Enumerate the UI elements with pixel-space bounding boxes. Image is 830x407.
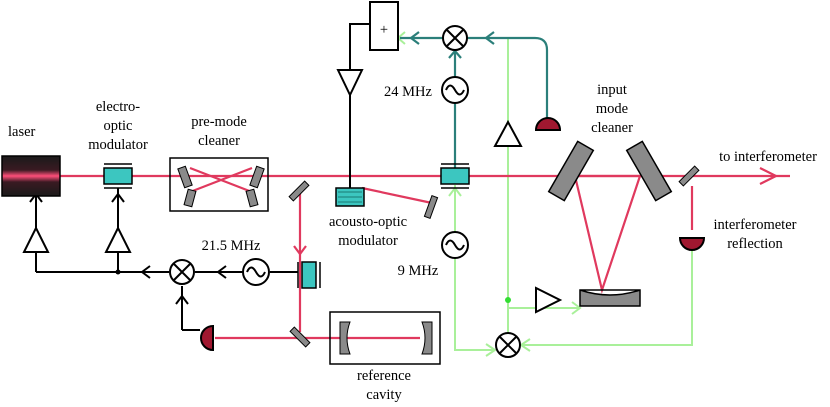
ref-mirror-left [339,321,351,355]
laser-head [1,155,61,197]
pmc-bowtie [189,166,253,194]
ref-cavity [329,311,441,365]
mixer-imc-icon [442,25,468,51]
imc-eom-icon [440,163,470,189]
osc-9-icon [441,231,469,259]
imc-loop-amp-icon [535,286,563,314]
to-ifo-arrowhead [759,167,779,185]
imc-label-1: input [597,82,627,98]
oscillators [242,76,469,286]
imc-triangle [573,174,642,295]
pmc-label-2: cleaner [198,133,240,149]
osc-24-icon [441,76,469,104]
ref-pickoff-mirror [289,326,311,348]
imc-curved-mirror [579,289,641,307]
eom-label-1: electro- [96,99,140,115]
labels: laser electro- optic modulator pre-mode … [8,82,817,403]
imc-pd-icon [534,117,562,131]
ifo-pickoff-mirror [678,165,700,187]
pickoff-mirrors [288,165,700,348]
green-junction-dot [505,297,511,303]
electronics-arrowheads [29,192,227,305]
summer-plus-icon: + [380,22,388,38]
to-ifo-label: to interferometer [719,149,817,165]
teal-signal-paths [400,36,549,168]
feedback-junction-dot [115,269,121,275]
imc-label-3: cleaner [591,120,633,136]
eom-label-3: modulator [88,137,148,153]
aom-icon [335,187,365,207]
eom-amp-icon [104,225,132,253]
eom-label-2: optic [104,118,133,134]
laser-amp-icon [22,225,50,253]
laser-label: laser [8,124,36,140]
ref-pd-icon [200,324,214,352]
teal-imc-pd-path [467,36,549,118]
freq-21-5-label: 21.5 MHz [202,238,261,254]
eom-icon [103,163,133,189]
freq-9-label: 9 MHz [398,263,439,279]
summing-amp: + [369,1,399,51]
mixers [169,25,521,358]
freq-24-label: 24 MHz [384,84,432,100]
green-ifo-refl-path [520,250,693,346]
mixer-9mhz-icon [495,332,521,358]
pmc-label-1: pre-mode [191,114,247,130]
imc-mirrors [547,140,673,307]
aom-label-2: modulator [338,233,398,249]
ref-cavity-label-1: reference [357,368,411,384]
imc-label-2: mode [596,101,628,117]
beam-arrowheads [293,167,779,256]
ifo-refl-label-2: reflection [727,236,783,252]
aom-deflected-beam [361,186,433,205]
laser-beam-paths [60,166,790,340]
feedback-amp-icon [493,119,523,147]
pmc-box [169,157,269,212]
aom-label-1: acousto-optic [329,214,407,230]
imc-mirror-right [625,140,673,202]
ref-mirror-right [421,321,433,355]
osc-21-5-icon [242,258,270,286]
pickoff-mirror-1 [288,180,310,202]
sum-to-aom-wire [349,23,370,188]
aom-dump-mirror [423,194,439,220]
imc-mirror-left [547,140,595,202]
ifo-refl-pd-icon [678,237,706,251]
ref-cavity-label-2: cavity [366,387,402,403]
mixer-main-icon [169,259,195,285]
pockels-cell-icon [297,261,321,289]
ifo-refl-label-1: interferometer [714,217,797,233]
aom-amp-icon [336,69,364,98]
photodiodes [200,117,706,352]
amplifiers [22,69,563,314]
green-9mhz-loop-path [454,190,495,351]
